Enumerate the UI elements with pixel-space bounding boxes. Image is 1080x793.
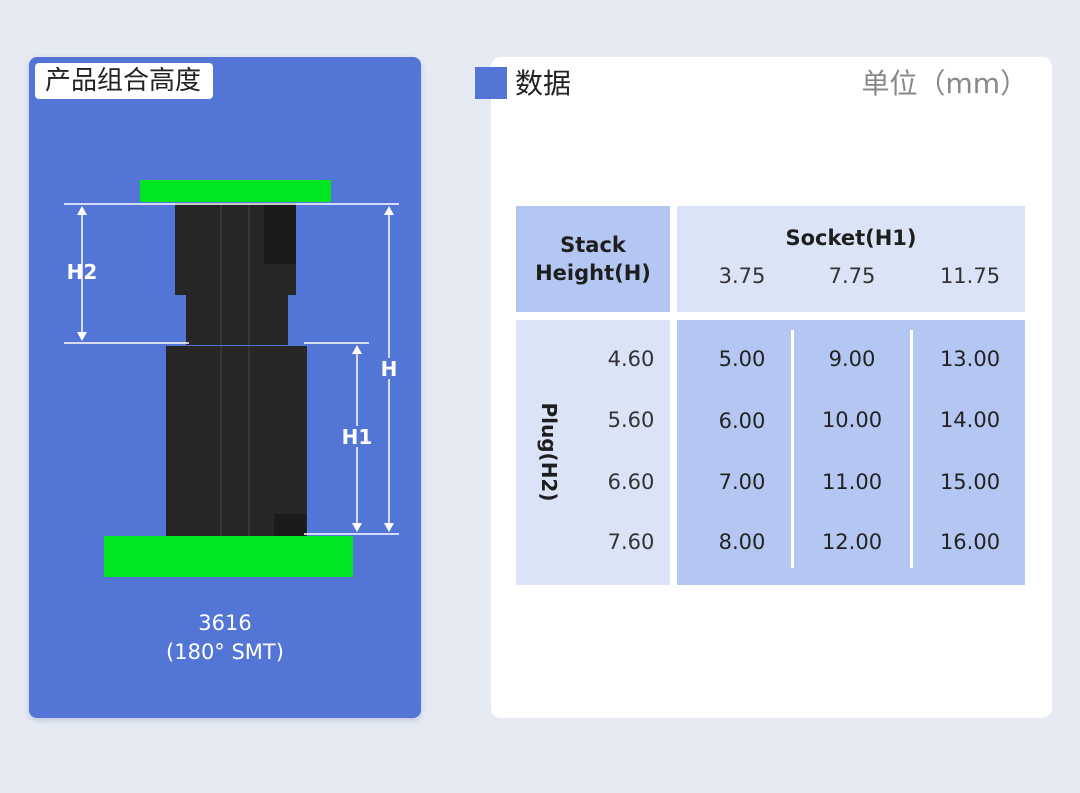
h-label: H xyxy=(381,357,398,381)
stack-height-diagram: H2 H H1 xyxy=(64,180,400,577)
product-height-panel: 产品组合高度 xyxy=(29,57,421,718)
model-number: 3616 xyxy=(198,611,252,635)
h2-label: H2 xyxy=(67,260,98,284)
table-cell: 8.00 xyxy=(718,530,766,554)
plug-value: 5.60 xyxy=(607,408,655,432)
column-divider xyxy=(910,330,913,568)
table-cell: 7.00 xyxy=(718,470,766,494)
h1-label: H1 xyxy=(342,425,373,449)
socket-title: Socket(H1) xyxy=(785,226,917,250)
socket-col-1: 3.75 xyxy=(718,264,766,288)
table-cell: 6.00 xyxy=(718,409,766,433)
table-cell: 13.00 xyxy=(939,347,1001,371)
stack-height-values: 5.00 9.00 13.00 6.00 10.00 14.00 7.00 11… xyxy=(677,320,1025,585)
plug-value: 4.60 xyxy=(607,347,655,371)
table-cell: 9.00 xyxy=(828,347,876,371)
plug-title: Plug(H2) xyxy=(537,402,561,502)
table-cell: 11.00 xyxy=(821,470,883,494)
socket-header: Socket(H1) 3.75 7.75 11.75 xyxy=(677,206,1025,312)
model-type: (180° SMT) xyxy=(166,640,284,664)
h2-dimension-arrow xyxy=(77,206,87,341)
bottom-pcb xyxy=(104,536,353,577)
table-cell: 12.00 xyxy=(821,530,883,554)
h1-dimension-arrow xyxy=(352,345,362,532)
plug-value: 6.60 xyxy=(607,470,655,494)
panel-title: 产品组合高度 xyxy=(35,63,214,99)
table-cell: 5.00 xyxy=(718,347,766,371)
table-cell: 14.00 xyxy=(939,408,1001,432)
unit-label: 单位（mm） xyxy=(861,67,1028,100)
h-dimension-arrow xyxy=(384,206,394,532)
socket-col-2: 7.75 xyxy=(828,264,876,288)
data-title: 数据 xyxy=(515,67,572,100)
data-panel: 数据 单位（mm） Stack Height(H) Socket(H1) 3.7… xyxy=(475,57,1052,718)
table-cell: 16.00 xyxy=(939,530,1001,554)
socket-col-3: 11.75 xyxy=(939,264,1001,288)
stack-header-line1: Stack xyxy=(560,233,626,257)
plug-column: Plug(H2) 4.60 5.60 6.60 7.60 xyxy=(516,320,670,585)
top-pcb xyxy=(140,180,331,202)
plug-value: 7.60 xyxy=(607,530,655,554)
stack-height-header: Stack Height(H) xyxy=(516,206,670,312)
section-marker-icon xyxy=(475,67,507,99)
column-divider xyxy=(791,330,794,568)
table-cell: 10.00 xyxy=(821,408,883,432)
table-cell: 15.00 xyxy=(939,470,1001,494)
socket-connector xyxy=(166,346,307,536)
stack-header-line2: Height(H) xyxy=(535,261,651,285)
